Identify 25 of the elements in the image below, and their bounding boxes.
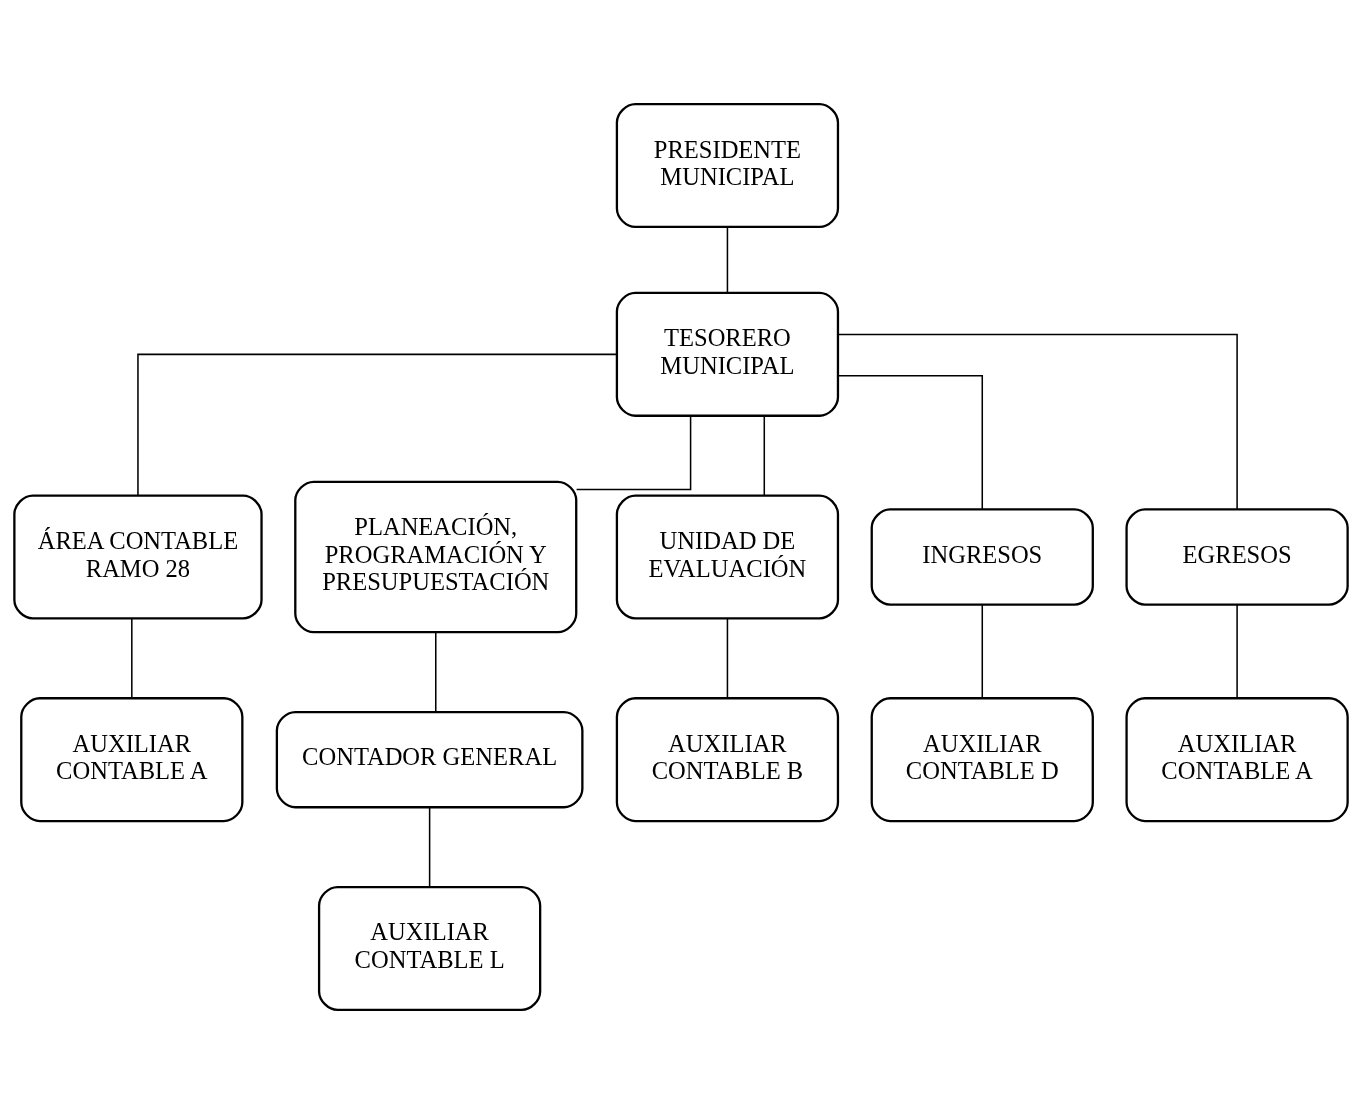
- connector: [981, 603, 984, 699]
- node-box: UNIDAD DE EVALUACIÓN: [615, 493, 840, 620]
- connector: [428, 806, 431, 887]
- node-box: PRESIDENTE MUNICIPAL: [615, 102, 840, 228]
- node-box: ÁREA CONTABLE RAMO 28: [13, 493, 263, 620]
- connector: [137, 353, 618, 496]
- node-box: INGRESOS: [870, 507, 1094, 606]
- node-box: PLANEACIÓN, PROGRAMACIÓN Y PRESUPUESTACIÓN: [294, 480, 578, 633]
- connector: [726, 226, 729, 293]
- connector: [435, 631, 437, 713]
- connector: [1236, 603, 1238, 699]
- node-box: AUXILIAR CONTABLE B: [615, 696, 840, 822]
- connector: [837, 333, 1238, 510]
- node-box: AUXILIAR CONTABLE A: [1125, 696, 1349, 822]
- connector: [726, 617, 729, 699]
- node-box: TESORERO MUNICIPAL: [615, 291, 840, 417]
- node-box: EGRESOS: [1125, 507, 1349, 606]
- node-box: CONTADOR GENERAL: [275, 710, 584, 808]
- connector: [837, 374, 984, 510]
- node-box: AUXILIAR CONTABLE A: [20, 696, 244, 822]
- connector: [575, 414, 692, 490]
- node-box: AUXILIAR CONTABLE L: [317, 885, 542, 1011]
- node-box: AUXILIAR CONTABLE D: [870, 696, 1094, 822]
- connector: [763, 415, 766, 496]
- connector: [131, 617, 133, 699]
